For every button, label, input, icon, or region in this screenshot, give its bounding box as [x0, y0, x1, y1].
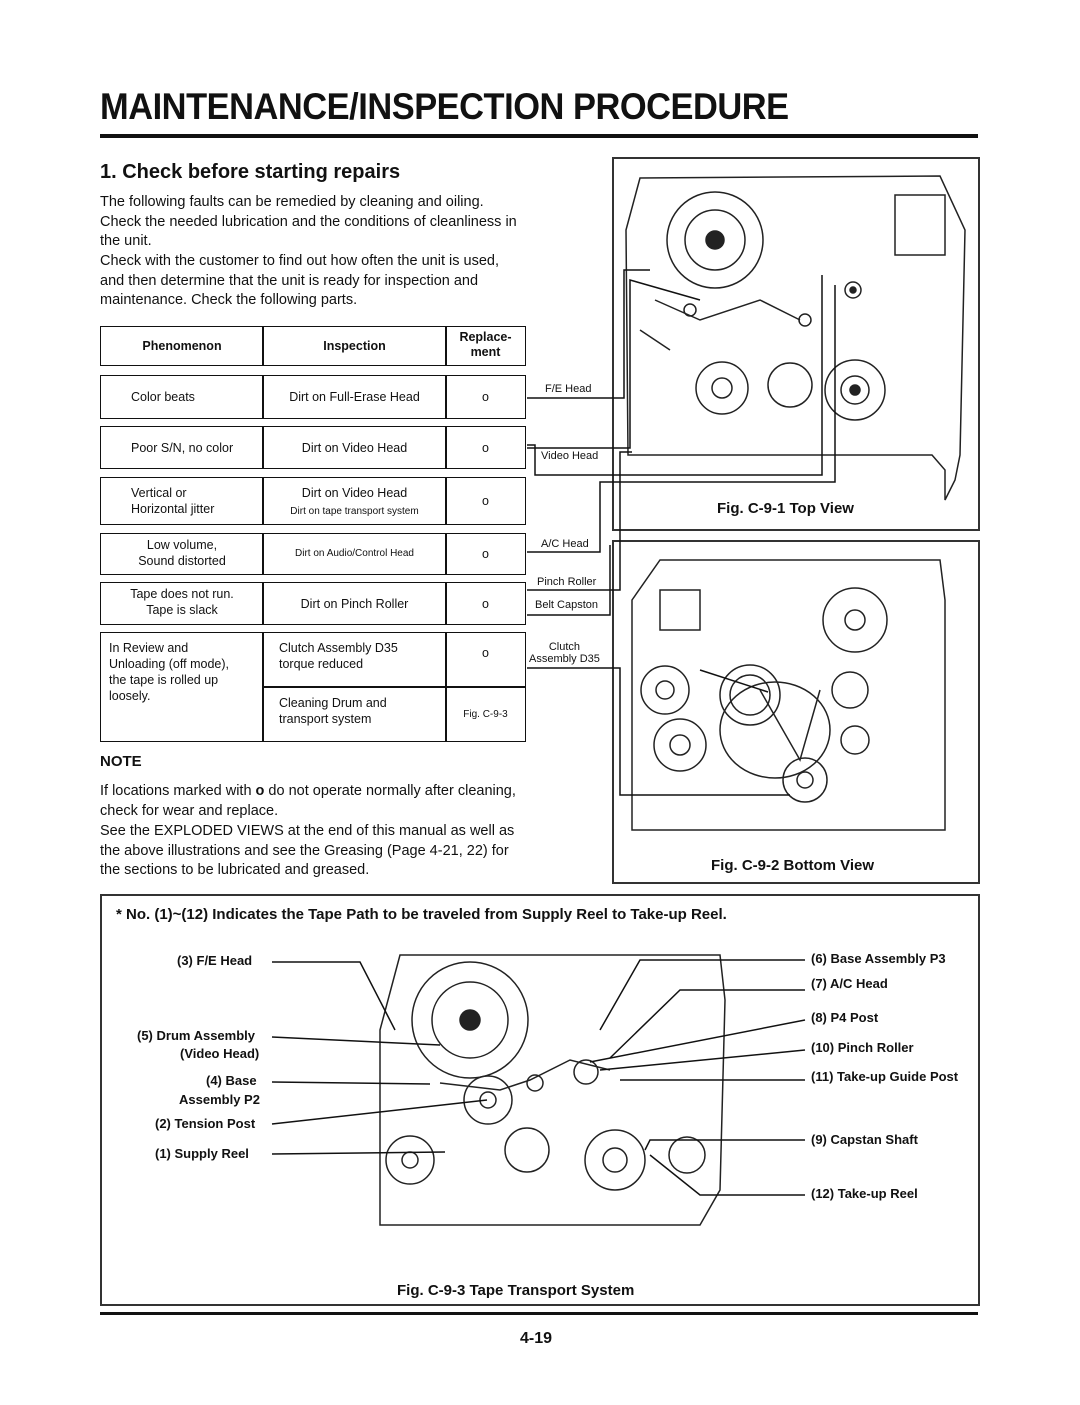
page-title: MAINTENANCE/INSPECTION PROCEDURE: [100, 86, 789, 127]
page-number: 4-19: [520, 1330, 553, 1347]
label-assembly-p2: Assembly P2: [179, 1092, 260, 1107]
callout-fe-head: F/E Head: [545, 383, 592, 395]
section-title: 1. Check before starting repairs: [100, 161, 401, 183]
cell-inspection-2: Cleaning Drum and transport system: [279, 696, 387, 726]
header-rule: [100, 134, 978, 138]
label-ac-head: (7) A/C Head: [811, 976, 888, 991]
callout-leader-lines: [527, 269, 836, 796]
cell-phenomenon: Vertical or Horizontal jitter: [131, 486, 215, 516]
cell-inspection-detail: Dirt on tape transport system: [290, 506, 419, 517]
cell-replacement: o: [482, 390, 489, 404]
cell-phenomenon: Poor S/N, no color: [131, 441, 234, 455]
note-heading: NOTE: [100, 753, 142, 770]
table-row: Poor S/N, no color Dirt on Video Head o: [100, 426, 526, 469]
intro-paragraph-2: Check with the customer to find out how …: [100, 253, 499, 308]
cell-phenomenon: Tape does not run. Tape is slack: [130, 587, 234, 617]
table-row: Vertical or Horizontal jitter Dirt on Vi…: [100, 477, 526, 525]
label-take-up-reel: (12) Take-up Reel: [811, 1186, 918, 1201]
o-marker: o: [255, 783, 265, 799]
label-base: (4) Base: [206, 1073, 257, 1088]
tape-transport-mechanism: [379, 954, 726, 1226]
callout-pinch-roller: Pinch Roller: [537, 576, 597, 588]
cell-inspection: Dirt on Video Head: [301, 486, 408, 500]
callout-ac-head: A/C Head: [541, 538, 589, 550]
table-row: Color beats Dirt on Full-Erase Head o: [100, 375, 526, 419]
top-view-mechanism: [625, 175, 966, 501]
cell-replacement-2: Fig. C-9-3: [463, 709, 508, 720]
fig-top-view: [612, 157, 980, 531]
label-video-head: (Video Head): [180, 1046, 260, 1061]
callout-clutch-assembly: Clutch Assembly D35: [529, 641, 600, 665]
table-row: Low volume, Sound distorted Dirt on Audi…: [100, 533, 526, 575]
footer-rule: [100, 1312, 978, 1315]
fig1-caption: Fig. C-9-1 Top View: [717, 500, 854, 517]
header-inspection: Inspection: [323, 339, 386, 353]
callout-video-head: Video Head: [541, 450, 599, 462]
cell-replacement: o: [482, 547, 489, 561]
label-take-up-guide-post: (11) Take-up Guide Post: [811, 1069, 959, 1084]
cell-phenomenon: In Review and Unloading (off mode), the …: [109, 641, 229, 703]
label-pinch-roller: (10) Pinch Roller: [811, 1040, 914, 1055]
bottom-view-mechanism: [631, 559, 946, 831]
header-replacement: Replace- ment: [459, 330, 512, 359]
cell-phenomenon: Low volume, Sound distorted: [138, 538, 226, 568]
note-text-1: If locations marked with o do not operat…: [100, 783, 516, 819]
label-base-assembly-p3: (6) Base Assembly P3: [811, 951, 946, 966]
header-phenomenon: Phenomenon: [142, 339, 222, 353]
label-p4-post: (8) P4 Post: [811, 1010, 879, 1025]
table-header: Phenomenon Inspection Replace- ment: [100, 326, 526, 366]
label-drum-assembly: (5) Drum Assembly: [137, 1028, 255, 1043]
cell-inspection: Clutch Assembly D35 torque reduced: [279, 641, 398, 671]
tape-path-note: * No. (1)~(12) Indicates the Tape Path t…: [116, 906, 727, 923]
label-fe-head: (3) F/E Head: [177, 953, 253, 968]
table-row: Tape does not run. Tape is slack Dirt on…: [100, 582, 526, 625]
table-row: In Review and Unloading (off mode), the …: [100, 632, 526, 742]
fig-tape-transport: [100, 894, 980, 1306]
cell-replacement: o: [482, 646, 489, 660]
label-supply-reel: (1) Supply Reel: [155, 1146, 249, 1161]
cell-phenomenon: Color beats: [131, 390, 195, 404]
cell-replacement: o: [482, 494, 489, 508]
cell-replacement: o: [482, 441, 489, 455]
cell-inspection: Dirt on Full-Erase Head: [289, 390, 420, 404]
note-text-2: See the EXPLODED VIEWS at the end of thi…: [100, 823, 515, 878]
callout-belt-capston: Belt Capston: [535, 599, 598, 611]
cell-inspection: Dirt on Pinch Roller: [300, 597, 409, 611]
cell-inspection: Dirt on Audio/Control Head: [295, 548, 414, 559]
fig3-caption: Fig. C-9-3 Tape Transport System: [397, 1282, 635, 1299]
intro-paragraph-1: The following faults can be remedied by …: [100, 194, 517, 249]
label-capstan-shaft: (9) Capstan Shaft: [811, 1132, 918, 1147]
cell-inspection: Dirt on Video Head: [301, 441, 408, 455]
cell-replacement: o: [482, 597, 489, 611]
fig2-caption: Fig. C-9-2 Bottom View: [711, 857, 875, 874]
fig3-leader-lines: [271, 959, 806, 1196]
label-tension-post: (2) Tension Post: [155, 1116, 256, 1131]
